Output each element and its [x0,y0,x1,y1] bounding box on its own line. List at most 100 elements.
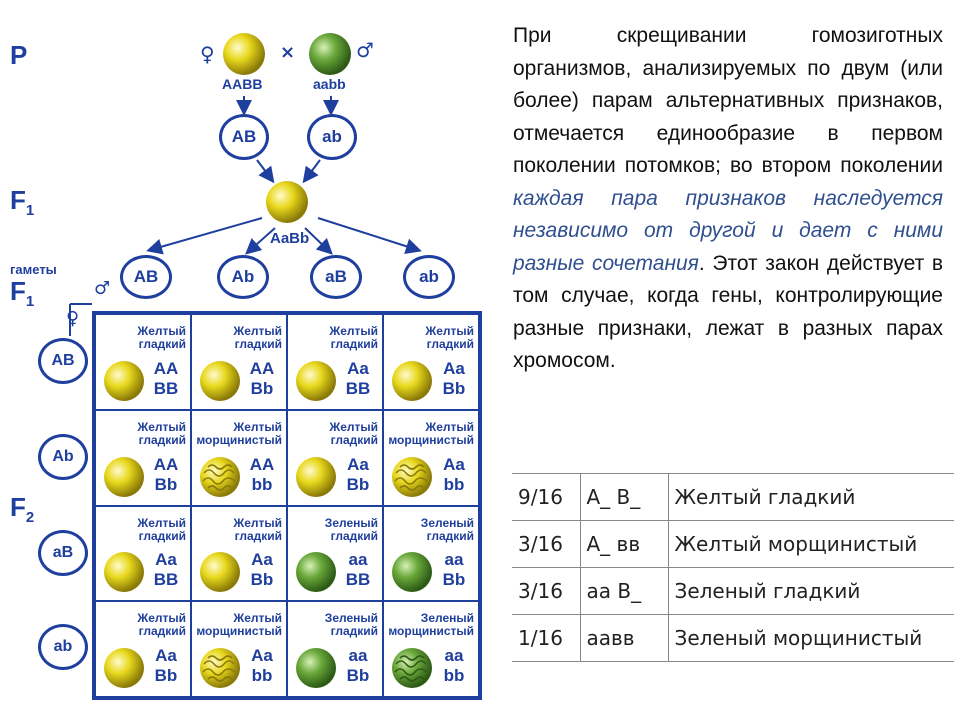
f1-gamete-1: AB [120,255,172,299]
cell-genotype: aa BB [345,550,371,590]
punnett-cell: Зеленый гладкий aa Bb [383,505,479,602]
pea-yellow-wrinkled-icon [392,456,432,497]
ratio-genotype: А_ вв [579,520,669,568]
cell-genotype: Aa Bb [250,550,274,590]
arrow-f1-4 [317,217,422,254]
ratio-ratio: 9/16 [512,473,581,521]
cell-phenotype: Желтый гладкий [329,419,378,447]
parent-gamete-2: ab [307,114,357,160]
cell-phenotype: Желтый гладкий [137,515,186,543]
punnett-cell: Желтый гладкий AA Bb [191,314,287,410]
cell-genotype: Aa Bb [346,454,370,494]
ratio-ratio: 3/16 [512,567,581,615]
punnett-cell: Зеленый морщинистый aa bb [383,601,479,697]
pea-green-smooth-icon [392,552,432,593]
female-icon-rows: ♀ [66,308,80,329]
cell-genotype: AA Bb [153,454,179,494]
pea-green-smooth-icon [296,648,336,688]
punnett-cell: Зеленый гладкий aa BB [287,505,383,602]
pea-yellow-smooth-icon [296,360,336,401]
father-genotype: aabb [313,76,346,92]
ratio-phenotype: Желтый морщинистый [667,520,954,568]
cell-phenotype: Зеленый морщинистый [388,611,474,639]
pea-green-wrinkled-icon [392,648,432,688]
male-icon-columns: ♂ [94,278,111,299]
label-f2: F2 [10,492,35,527]
punnett-cell: Желтый гладкий Aa Bb [191,505,287,602]
text-emphasis: каждая пара признаков наследуется незави… [513,186,943,275]
parent-gamete-1: AB [219,114,269,160]
cell-phenotype: Зеленый гладкий [420,515,474,543]
punnett-cell: Желтый морщинистый Aa bb [383,409,479,506]
law-description: При скрещивании гомозиготных организмов,… [513,20,943,378]
cell-genotype: Aa BB [345,358,371,398]
dihybrid-cross-diagram: P F1 гаметы F1 F2 [10,33,482,700]
pea-yellow-smooth-icon [200,552,240,593]
cell-genotype: Aa bb [443,454,465,494]
cell-phenotype: Желтый гладкий [233,515,282,543]
cell-phenotype: Желтый гладкий [425,324,474,351]
cell-genotype: Aa bb [251,646,273,685]
pea-yellow-smooth-icon [392,360,432,401]
pea-green-smooth-icon [296,552,336,593]
cell-genotype: aa bb [443,646,465,685]
row-gamete-2: Ab [38,434,88,480]
f1-gamete-2: Ab [217,255,269,299]
cell-genotype: AA bb [249,454,275,494]
arrow-f1-2 [245,227,276,255]
text-part1: При скрещивании гомозиготных организмов,… [513,24,943,177]
cell-phenotype: Желтый гладкий [137,324,186,351]
label-f1-grid: F1 [10,276,35,311]
cell-phenotype: Зеленый гладкий [324,611,378,639]
pea-yellow-wrinkled-icon [200,456,240,497]
ratio-genotype: аавв [579,614,669,662]
ratio-genotype: аа В_ [579,567,669,615]
ratio-ratio: 1/16 [512,614,581,662]
arrows-layer [69,33,422,336]
cell-phenotype: Желтый гладкий [329,324,378,351]
arrow-f1-1 [146,217,263,255]
cell-genotype: aa Bb [346,646,370,685]
punnett-cell: Желтый гладкий Aa Bb [287,409,383,506]
cell-phenotype: Желтый гладкий [233,324,282,351]
ratio-phenotype: Желтый гладкий [667,473,954,521]
punnett-cell: Желтый гладкий Aa BB [95,505,191,602]
cross-icon: × [280,42,296,63]
cell-phenotype: Желтый гладкий [137,419,186,447]
cell-phenotype: Желтый морщинистый [196,419,282,447]
cell-phenotype: Желтый морщинистый [388,419,474,447]
cell-phenotype: Зеленый гладкий [324,515,378,543]
punnett-cell: Зеленый гладкий aa Bb [287,601,383,697]
cell-genotype: aa Bb [442,550,466,590]
pea-mother [223,33,265,75]
punnett-cell: Желтый гладкий Aa Bb [383,314,479,410]
label-p: P [10,40,28,70]
row-gamete-3: aB [38,530,88,576]
f1-gamete-3: aB [310,255,362,299]
row-gamete-1: AB [38,338,88,384]
f1-genotype: AaBb [270,230,310,247]
pea-father [309,33,351,75]
pea-yellow-smooth-icon [296,456,336,497]
cell-genotype: Aa Bb [442,358,466,398]
mother-genotype: AABB [222,76,263,92]
ratio-ratio: 3/16 [512,520,581,568]
pea-yellow-wrinkled-icon [200,648,240,688]
cell-genotype: Aa BB [153,550,179,590]
arrow-gamete-1 [256,159,275,184]
ratio-genotype: А_ В_ [579,473,669,521]
text-part2: . Этот закон действует в том случае, ког… [513,251,943,373]
punnett-cell: Желтый гладкий AA Bb [95,409,191,506]
row-gamete-4: ab [38,624,88,670]
label-gametes: гаметы [10,262,57,277]
cell-genotype: AA Bb [249,358,275,398]
punnett-cell: Желтый гладкий Aa BB [287,314,383,410]
